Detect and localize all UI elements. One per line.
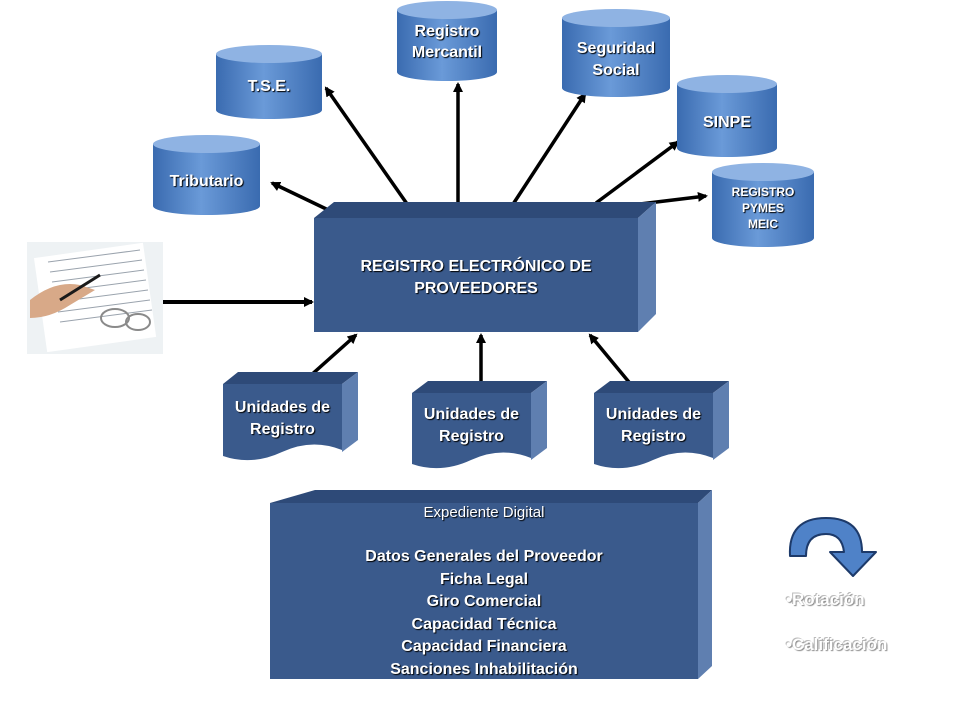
rotation-arrow-icon: [788, 517, 877, 577]
db-sinpe-label: SINPE: [702, 114, 751, 131]
unit-label-1-line1: Unidades de: [234, 399, 331, 416]
db-tse: [216, 45, 322, 119]
expediente-list: Datos Generales del Proveedor Ficha Lega…: [270, 546, 698, 681]
expediente-item: Ficha Legal: [439, 570, 529, 588]
db-sinpe: [677, 75, 777, 157]
center-title-line1: REGISTRO ELECTRÓNICO DE: [360, 258, 592, 275]
unit-label-3-line2: Registro: [621, 428, 686, 445]
db-tributario-label: Tributario: [169, 173, 244, 190]
db-pymes-line3: MEIC: [748, 217, 778, 231]
expediente-item: Sanciones Inhabilitación: [390, 660, 578, 678]
unit-shape-1: [223, 372, 358, 461]
db-mercantil-label: Registro Mercantil: [397, 21, 497, 63]
db-pymes-label: REGISTRO PYMES MEIC: [712, 184, 814, 232]
expediente-item: Capacidad Financiera: [401, 638, 567, 655]
expediente-title: Expediente Digital: [423, 504, 545, 521]
unit-label-1: Unidades de Registro: [223, 397, 342, 441]
expediente-item: Giro Comercial: [426, 593, 542, 610]
db-pymes: [712, 163, 814, 247]
db-social-label: Seguridad Social: [562, 38, 670, 82]
outgoing-arrows: [270, 82, 708, 220]
bullet-calificacion: •Calificación: [786, 635, 888, 654]
bullet-rotacion: •Rotación: [786, 590, 865, 609]
unit-shape-2: [412, 381, 547, 469]
unit-label-2-line2: Registro: [439, 428, 504, 445]
center-box: [314, 202, 656, 332]
db-tse-label: T.S.E.: [247, 78, 291, 95]
db-pymes-line1: REGISTRO: [731, 185, 795, 199]
center-title-line2: PROVEEDORES: [414, 280, 538, 297]
document-photo: [27, 242, 163, 354]
unit-shape-3: [594, 381, 729, 469]
unit-label-3: Unidades de Registro: [594, 404, 713, 448]
db-mercantil: [397, 1, 497, 81]
db-social: [562, 9, 670, 97]
unit-label-2-line1: Unidades de: [423, 406, 520, 423]
db-tributario: [153, 135, 260, 215]
db-social-line1: Seguridad: [576, 40, 656, 57]
unit-label-1-line2: Registro: [250, 421, 315, 438]
center-title: REGISTRO ELECTRÓNICO DE PROVEEDORES: [314, 256, 638, 300]
unit-label-3-line1: Unidades de: [605, 406, 702, 423]
expediente-item: Datos Generales del Proveedor: [365, 548, 603, 565]
expediente-item: Capacidad Técnica: [411, 615, 557, 633]
db-pymes-line2: PYMES: [741, 201, 784, 215]
db-social-line2: Social: [592, 62, 640, 79]
expediente-box: [270, 490, 712, 679]
db-mercantil-line2: Mercantil: [411, 44, 483, 61]
db-mercantil-line1: Registro: [414, 23, 480, 40]
unit-label-2: Unidades de Registro: [412, 404, 531, 448]
